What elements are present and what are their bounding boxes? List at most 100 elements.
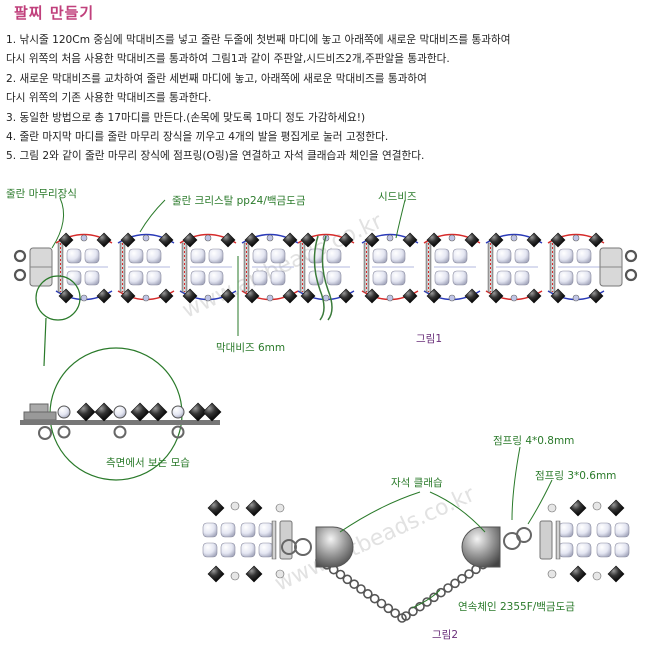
bracelet-end-left [202, 499, 293, 583]
label-chain: 연속체인 2355F/백금도금 [458, 601, 575, 613]
seed-bead-side [171, 405, 185, 419]
white-bead [190, 248, 206, 264]
seed-bead [80, 294, 88, 302]
seed-bead [386, 234, 394, 242]
white-bead [146, 270, 162, 286]
chain-link [342, 574, 353, 585]
seed-bead [204, 234, 212, 242]
white-bead [614, 542, 630, 558]
white-bead [596, 542, 612, 558]
end-cap [539, 520, 553, 560]
white-bead [576, 248, 592, 264]
white-bead [240, 542, 256, 558]
step-1-cont: 다시 위쪽의 처음 사용한 막대비즈를 통과하여 그림1과 같이 주판알,시드비… [6, 53, 450, 66]
crystal-bead [607, 565, 625, 583]
white-bead [558, 542, 574, 558]
white-bead [84, 248, 100, 264]
white-bead [240, 522, 256, 538]
crystal-bead [526, 232, 542, 248]
white-bead [66, 248, 82, 264]
step-2-cont: 다시 위쪽의 기존 사용한 막대비즈를 통과한다. [6, 92, 212, 105]
crystal-bead [569, 565, 587, 583]
step-2: 2. 새로운 막대비즈를 교차하여 줄란 세번째 마디에 놓고, 아래쪽에 새로… [6, 72, 427, 85]
bar-bead-side [20, 420, 220, 425]
crystal-bead [58, 232, 74, 248]
crystal-bead [188, 402, 208, 422]
crystal-bead [464, 288, 480, 304]
label-bar-bead: 막대비즈 6mm [216, 342, 285, 354]
crystal-bead [588, 288, 604, 304]
white-bead [208, 248, 224, 264]
crystal-bead [588, 232, 604, 248]
white-bead [558, 270, 574, 286]
bar-bead [271, 520, 277, 560]
label-jumpring-4: 점프링 4*0.8mm [493, 435, 574, 447]
white-bead [372, 270, 388, 286]
crystal-bead [76, 402, 96, 422]
ring-side [171, 425, 185, 439]
crystal-bead [120, 232, 136, 248]
crystal-bead [426, 232, 442, 248]
white-bead [452, 248, 468, 264]
white-bead [202, 522, 218, 538]
white-bead [576, 542, 592, 558]
crystal-bead [488, 288, 504, 304]
magnifier [35, 275, 183, 481]
seed-bead [142, 294, 150, 302]
white-bead [434, 248, 450, 264]
crystal-bead [426, 288, 442, 304]
crystal-bead [244, 288, 260, 304]
white-bead [558, 522, 574, 538]
crystal-bead [550, 232, 566, 248]
chain-link [383, 603, 394, 614]
end-cap-right [599, 247, 638, 287]
crystal-bead [120, 288, 136, 304]
label-seed-beads: 시드비즈 [378, 191, 417, 203]
crystal-bead [607, 499, 625, 517]
white-bead [84, 270, 100, 286]
figure-1-label: 그림1 [416, 333, 442, 345]
white-bead [208, 270, 224, 286]
chain-link [390, 608, 400, 618]
crystal-bead [202, 402, 222, 422]
crystal-bead [282, 232, 298, 248]
seed-bead [510, 234, 518, 242]
seed-bead [547, 503, 557, 513]
seed-bead-side [57, 405, 71, 419]
chain-link [450, 578, 460, 589]
crystal-bead [94, 402, 114, 422]
seed-bead [204, 294, 212, 302]
seed-bead [230, 501, 240, 511]
seed-bead [386, 294, 394, 302]
seed-bead [448, 294, 456, 302]
chain-link [376, 598, 387, 609]
white-bead [258, 522, 274, 538]
chain-link [356, 584, 366, 594]
crystal-bead [58, 288, 74, 304]
white-bead [452, 270, 468, 286]
crystal-bead [526, 288, 542, 304]
white-bead [434, 270, 450, 286]
step-1: 1. 낚시줄 120Cm 중심에 막대비즈를 넣고 줄란 두줄에 첫번째 마디에… [6, 34, 511, 46]
crystal-bead [148, 402, 168, 422]
chain-link [429, 592, 439, 603]
bracelet-end-right [539, 499, 630, 583]
white-bead [258, 542, 274, 558]
instruction-list: 1. 낚시줄 120Cm 중심에 막대비즈를 넣고 줄란 두줄에 첫번째 마디에… [6, 31, 646, 167]
seed-bead [80, 234, 88, 242]
crystal-bead [300, 232, 316, 248]
white-bead [220, 522, 236, 538]
seed-bead [510, 294, 518, 302]
white-bead [596, 522, 612, 538]
step-5: 5. 그림 2와 같이 줄란 마무리 장식에 점프링(O링)을 연결하고 자석 … [6, 150, 425, 163]
seed-bead [592, 571, 602, 581]
white-bead [372, 248, 388, 264]
white-bead [202, 542, 218, 558]
white-bead [128, 248, 144, 264]
ring-side [38, 426, 52, 440]
end-cap-base [23, 411, 57, 421]
crystal-bead [207, 565, 225, 583]
white-bead [576, 270, 592, 286]
seed-bead [230, 571, 240, 581]
